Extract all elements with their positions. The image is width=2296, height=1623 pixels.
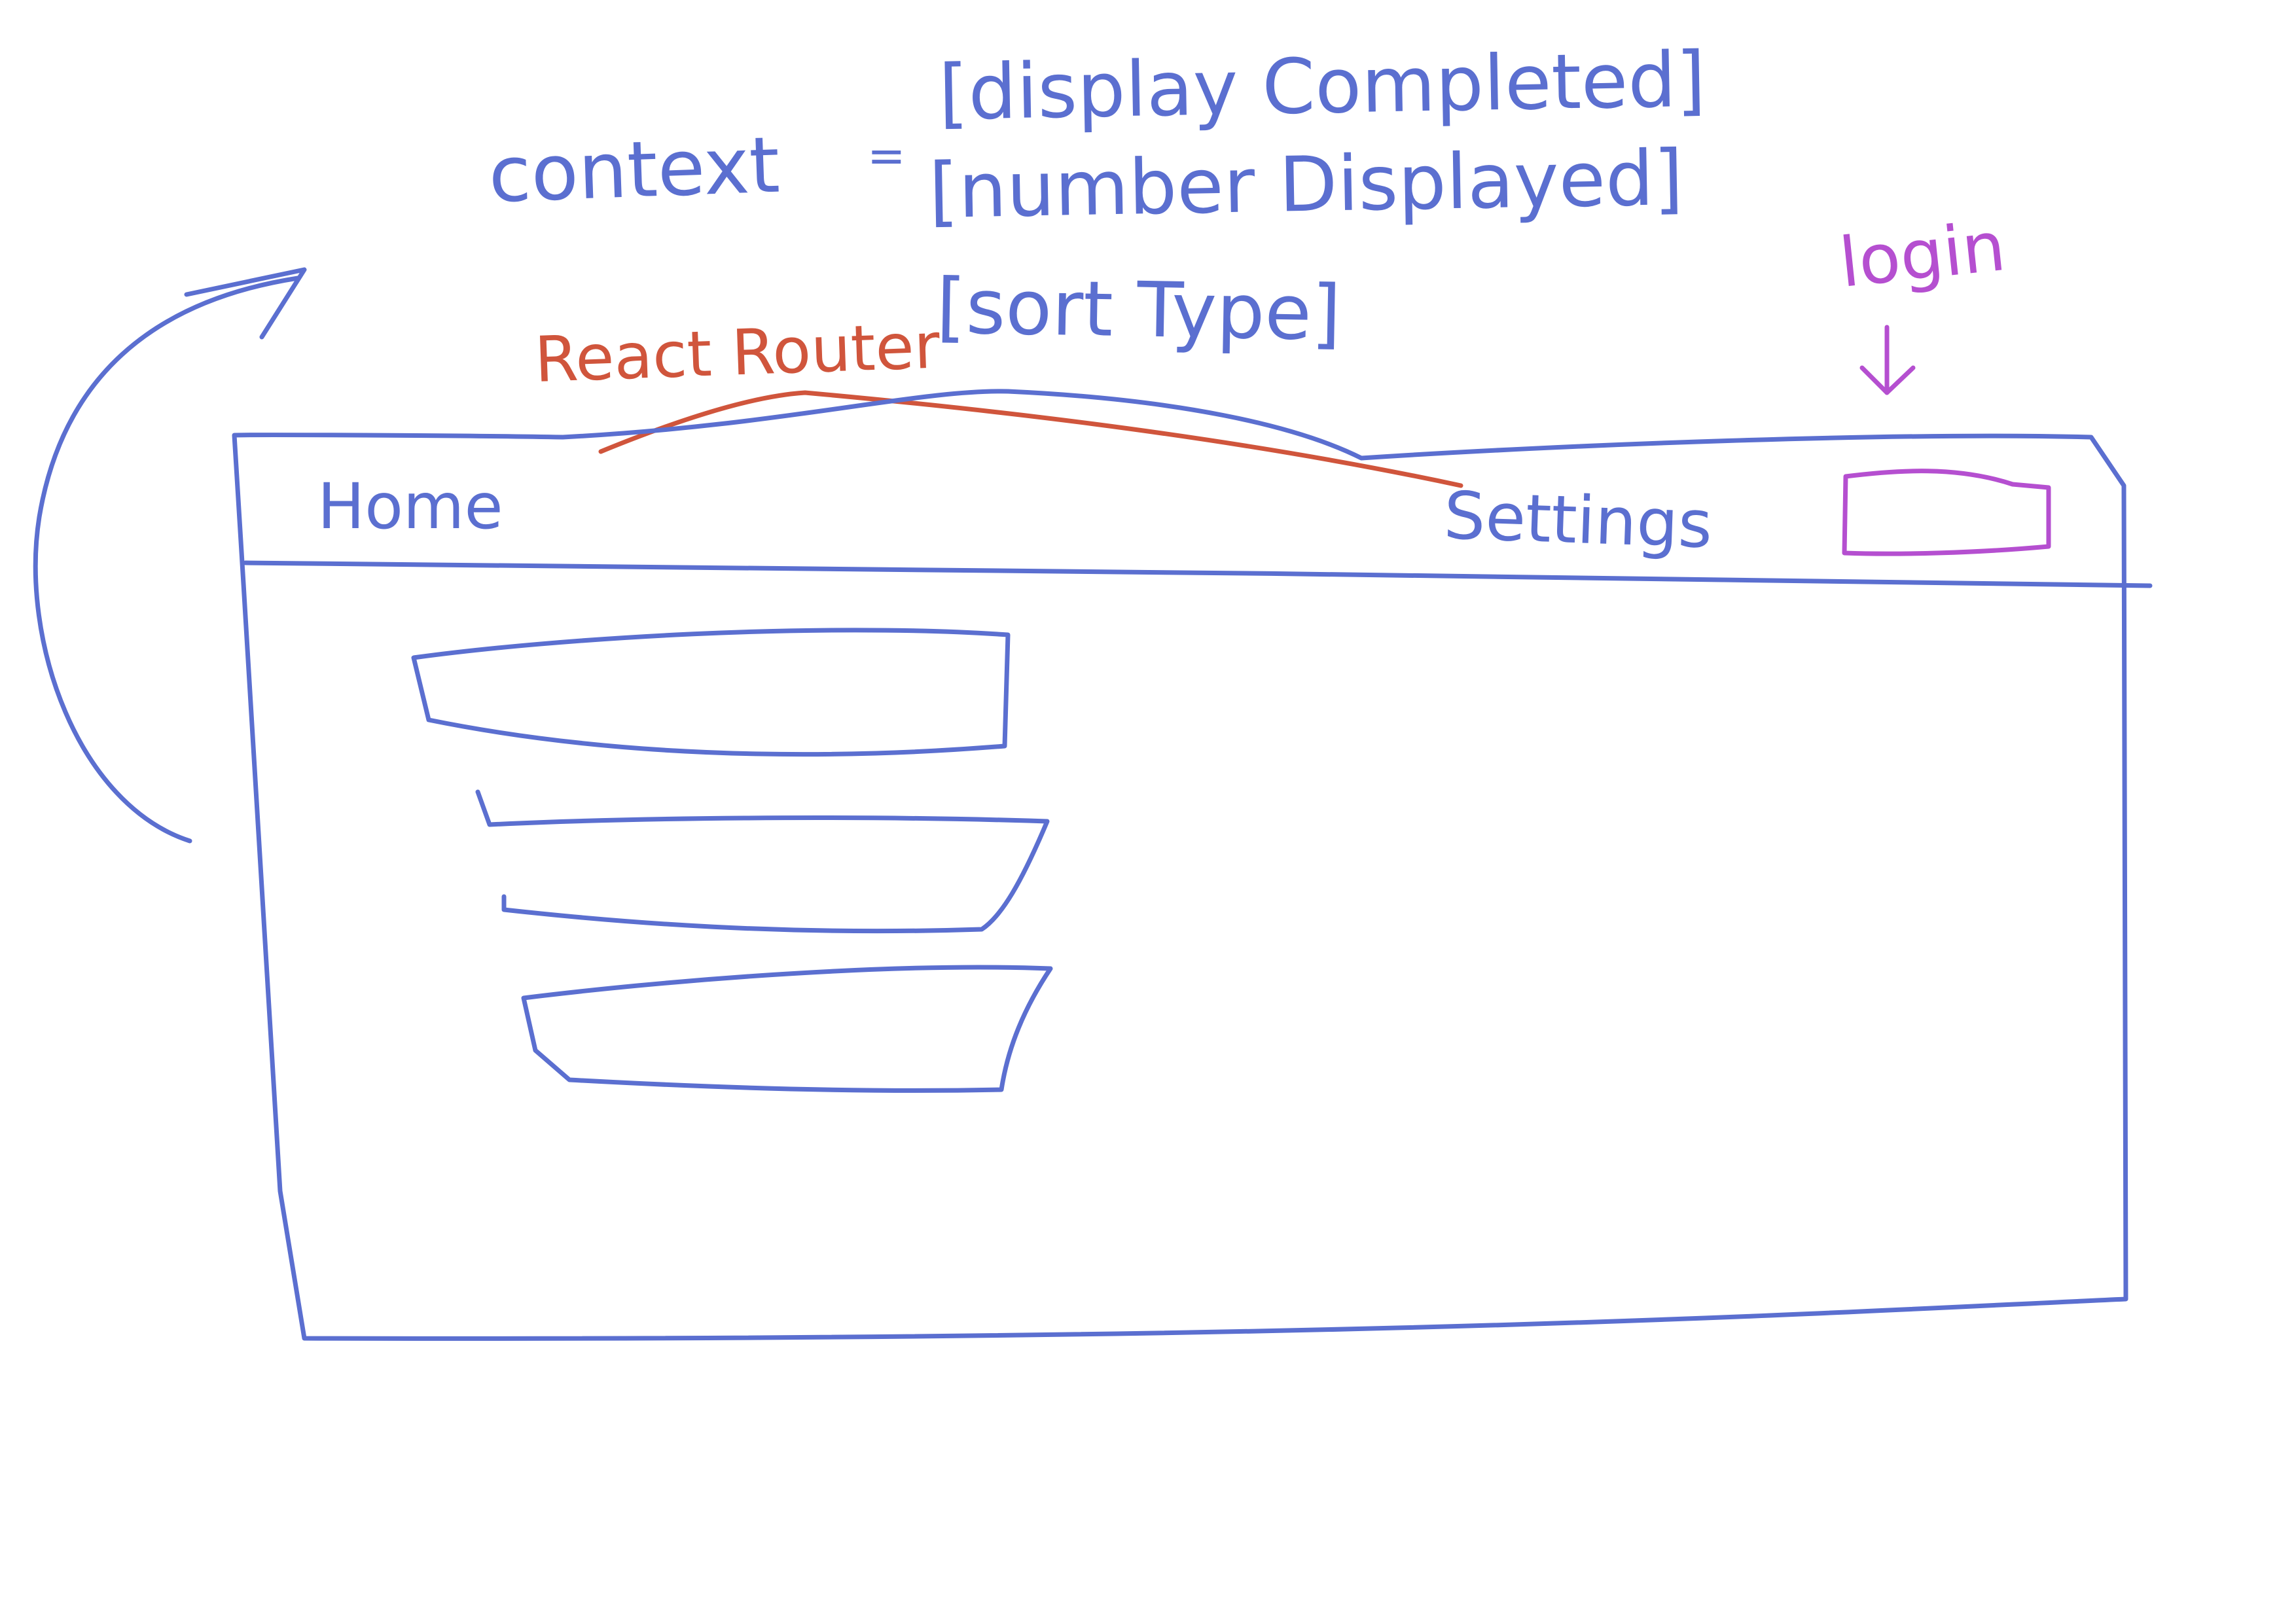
context-item-display-completed: [display Completed] [938, 36, 1706, 137]
context-item-number-displayed: [number Displayed] [928, 134, 1684, 236]
login-arrow-head [1859, 365, 1916, 395]
context-flow-arrow-head [184, 267, 307, 340]
nav-bar-divider [243, 560, 2153, 588]
react-router-line [598, 390, 1463, 488]
context-flow-arrow-curve [33, 276, 300, 844]
context-item-sort-type: [sort Type] [936, 262, 1342, 358]
context-label: context [487, 120, 781, 220]
react-router-label: React Router [533, 309, 941, 397]
list-item-card[interactable] [475, 789, 1050, 934]
app-window-frame [232, 389, 2128, 1341]
login-button-box[interactable] [1842, 469, 2051, 556]
context-equals: = [867, 129, 906, 183]
list-item-card[interactable] [521, 965, 1053, 1093]
nav-home-link[interactable]: Home [317, 470, 503, 543]
login-label: login [1836, 206, 2009, 303]
nav-settings-link[interactable]: Settings [1443, 477, 1713, 563]
list-item-card[interactable] [411, 628, 1011, 757]
